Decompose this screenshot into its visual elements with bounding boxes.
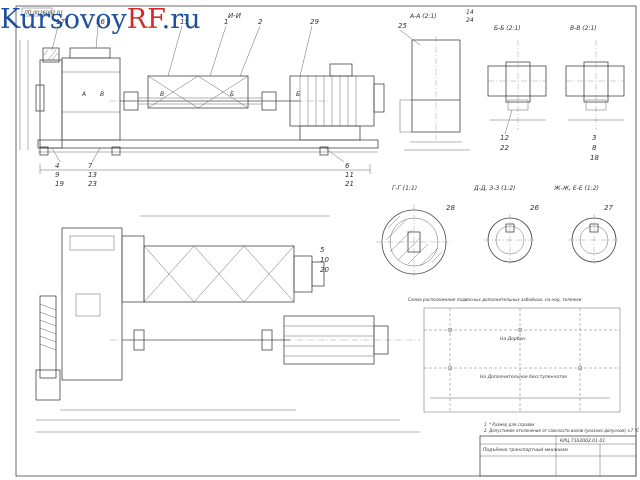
callout-25: 25 xyxy=(398,22,407,30)
plan-view: 5 10 20 xyxy=(35,215,420,433)
sheet-code: ЛП.0026082.01 xyxy=(23,11,63,17)
plan-tensioner xyxy=(39,295,57,379)
shaft-letter-v2: В xyxy=(160,91,164,98)
callout-16: 16 xyxy=(96,18,105,26)
callout-6: 6 xyxy=(345,162,350,170)
callout-13: 13 xyxy=(88,171,97,179)
callout-23: 23 xyxy=(88,180,97,188)
section-a: А-А (2:1) 25 14 24 xyxy=(398,9,474,151)
notes: 1. * Размер для справок 2. Допустимое от… xyxy=(484,422,639,433)
note-1: 1. * Размер для справок xyxy=(484,422,535,427)
section-v-title: В-В (2:1) xyxy=(570,25,597,32)
scheme-label-1: На Дорбон xyxy=(500,336,525,342)
plan-gearbox xyxy=(61,227,123,381)
watermark-rf: RF xyxy=(127,4,165,35)
shaft-letter-a: А xyxy=(81,91,86,98)
note-2: 2. Допустимое отклонение от соосности ва… xyxy=(484,428,639,433)
callout-14: 14 xyxy=(466,9,474,16)
scheme-label-2: На Дополнительное бесступенчатое xyxy=(480,374,567,380)
callout-3: 3 xyxy=(592,134,596,142)
callout-1: 1 xyxy=(224,18,228,26)
callout-15: 15 xyxy=(180,18,189,26)
title-block-code: КРЦ.7102002.01.01 xyxy=(560,438,605,444)
scheme-title: Схема расположения подвесных дополнитель… xyxy=(408,297,582,302)
callout-20: 20 xyxy=(320,266,329,274)
section-g: Г-Г (1:1) 28 xyxy=(376,185,455,280)
shaft-letter-b1: Б xyxy=(230,91,234,98)
section-b: Б-Б (2:1) 12 22 xyxy=(487,25,547,152)
watermark-ru: .ru xyxy=(162,4,201,35)
vertical-support xyxy=(39,59,63,149)
section-zh: Ж-Ж, Е-Е (1:2) 27 xyxy=(553,185,620,266)
callout-19: 19 xyxy=(55,180,64,188)
callout-28: 28 xyxy=(446,204,455,212)
callout-24: 24 xyxy=(466,17,474,24)
callout-9: 9 xyxy=(55,171,60,179)
callouts-main: 17 16 15 1 2 29 4 9 19 7 13 23 6 11 21 А… xyxy=(51,18,354,188)
callout-8: 8 xyxy=(592,144,597,152)
outer-frame xyxy=(15,5,637,477)
callout-10: 10 xyxy=(320,256,329,264)
title-block-title: Подъёмно-транспортный механизм xyxy=(483,447,568,453)
callout-2: 2 xyxy=(258,18,263,26)
callout-26: 26 xyxy=(530,204,539,212)
section-a-title: А-А (2:1) xyxy=(409,13,437,20)
base-frame xyxy=(37,139,379,149)
watermark-kursovoy: Kursovoy xyxy=(0,4,127,35)
callout-12: 12 xyxy=(500,134,509,142)
main-view-title: И-И xyxy=(228,12,242,20)
section-g-title: Г-Г (1:1) xyxy=(392,185,417,192)
callout-5: 5 xyxy=(320,246,325,254)
section-d-title: Д-Д, З-З (1:2) xyxy=(473,185,515,192)
shaft-letter-v1: В xyxy=(100,91,104,98)
title-block: КРЦ.7102002.01.01 Подъёмно-транспортный … xyxy=(479,435,637,477)
callout-7: 7 xyxy=(88,162,93,170)
gearbox xyxy=(61,57,121,141)
sheet-code-box xyxy=(21,7,53,17)
scheme-frame xyxy=(423,307,621,413)
callout-11: 11 xyxy=(345,171,354,179)
site-watermark-logo: KursovoyRF.ru xyxy=(0,4,201,35)
section-zh-title: Ж-Ж, Е-Е (1:2) xyxy=(553,185,599,192)
shaft-letter-b2: Б xyxy=(296,91,300,98)
section-b-title: Б-Б (2:1) xyxy=(494,25,521,32)
callout-27: 27 xyxy=(604,204,613,212)
main-view: И-И xyxy=(19,12,385,174)
callout-29: 29 xyxy=(310,18,319,26)
callout-21: 21 xyxy=(345,180,354,188)
callout-17: 17 xyxy=(56,18,65,26)
section-d: Д-Д, З-З (1:2) 26 xyxy=(473,185,539,266)
section-v: В-В (2:1) 3 8 18 xyxy=(565,25,625,162)
callout-22: 22 xyxy=(500,144,509,152)
svg-text:KursovoyRF.ru: KursovoyRF.ru xyxy=(0,4,201,35)
callout-4: 4 xyxy=(55,162,59,170)
layout-scheme: Схема расположения подвесных дополнитель… xyxy=(408,297,621,413)
callout-18: 18 xyxy=(590,154,599,162)
